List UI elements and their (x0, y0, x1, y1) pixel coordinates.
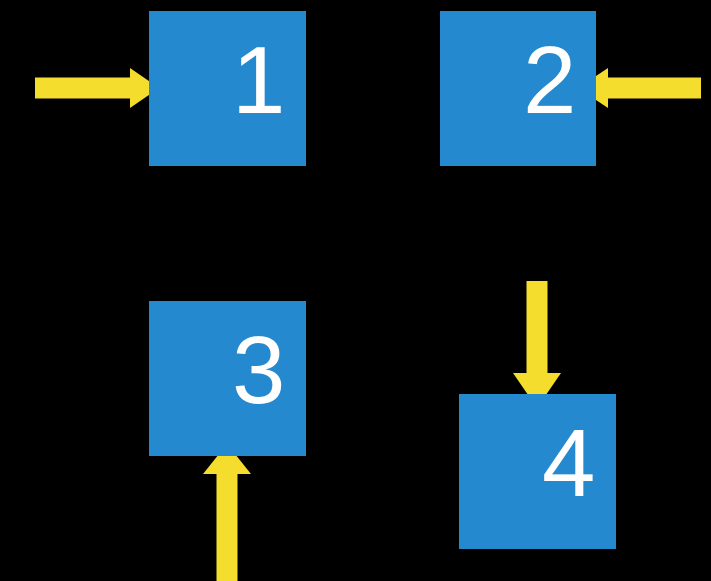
arrow-up-to-node-3 (203, 444, 251, 581)
box-3-label: 3 (232, 317, 286, 424)
box-3[interactable]: 3 (149, 301, 306, 456)
box-4-label: 4 (542, 410, 596, 517)
arrow-head-icon (578, 68, 701, 108)
arrow-head-icon (513, 281, 561, 408)
box-1-label: 1 (232, 27, 286, 134)
box-1[interactable]: 1 (149, 11, 306, 166)
arrow-head-icon (203, 444, 251, 581)
arrow-head-icon (35, 68, 159, 108)
box-2[interactable]: 2 (440, 11, 596, 166)
arrow-left-to-node-2 (578, 68, 701, 108)
box-2-label: 2 (523, 27, 577, 134)
arrow-right-to-node-1 (35, 68, 159, 108)
box-4[interactable]: 4 (459, 394, 616, 549)
arrow-down-to-node-4 (513, 281, 561, 408)
